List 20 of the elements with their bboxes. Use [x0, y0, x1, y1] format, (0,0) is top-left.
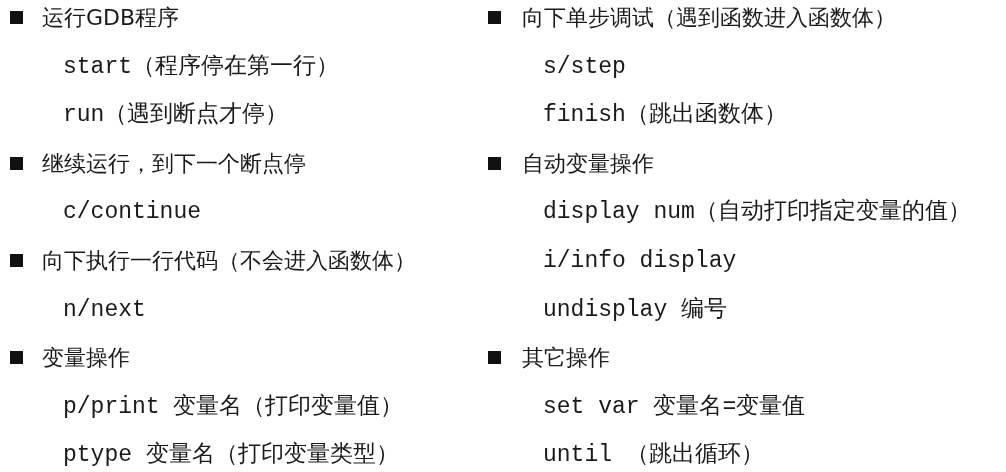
command-text: ptype 变量名（打印变量类型）: [63, 441, 399, 470]
command-text: until （跳出循环）: [543, 441, 764, 470]
command-text: finish（跳出函数体）: [543, 101, 787, 130]
command-text: p/print 变量名（打印变量值）: [63, 392, 404, 421]
command-text: undisplay 编号: [543, 295, 728, 324]
command-text: set var 变量名=变量值: [543, 392, 806, 421]
section-heading: 其它操作: [522, 344, 610, 373]
command-text: n/next: [63, 295, 146, 324]
command-text: start（程序停在第一行）: [63, 52, 339, 81]
command-text: c/continue: [63, 198, 202, 227]
command-text: s/step: [543, 52, 626, 81]
command-text: run（遇到断点才停）: [63, 101, 289, 130]
section-heading: 继续运行，到下一个断点停: [42, 149, 306, 178]
section-heading: 向下单步调试（遇到函数进入函数体）: [522, 4, 896, 32]
section-heading: 自动变量操作: [522, 149, 654, 178]
command-text: i/info display: [543, 247, 737, 275]
section-heading: 变量操作: [42, 344, 130, 373]
section-heading: 向下执行一行代码（不会进入函数体）: [42, 247, 416, 275]
command-text: display num（自动打印指定变量的值）: [543, 198, 971, 227]
section-heading: 运行GDB程序: [42, 4, 180, 32]
